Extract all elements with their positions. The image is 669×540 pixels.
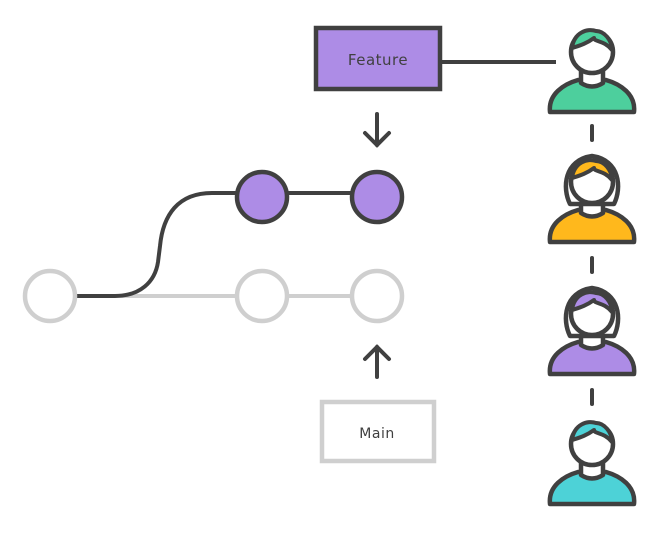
arrow-down-icon bbox=[363, 112, 391, 148]
feature-commit-1[interactable] bbox=[234, 169, 290, 225]
main-commit-1[interactable] bbox=[22, 268, 78, 324]
feature-branch-line bbox=[75, 191, 355, 298]
avatar-body bbox=[547, 469, 637, 507]
main-label-text: Main bbox=[359, 426, 394, 442]
arrow-up-icon bbox=[363, 344, 391, 379]
avatar-body bbox=[547, 207, 637, 245]
feature-commit-2[interactable] bbox=[349, 169, 405, 225]
avatar-hair bbox=[570, 420, 614, 444]
feature-label-text: Feature bbox=[348, 51, 408, 69]
main-commit-2[interactable] bbox=[234, 268, 290, 324]
main-commit-3[interactable] bbox=[349, 268, 405, 324]
avatar-hair bbox=[570, 28, 614, 52]
avatar-body bbox=[547, 339, 637, 377]
avatar-developer-1 bbox=[547, 28, 637, 115]
feature-branch-label[interactable]: Feature bbox=[313, 25, 443, 92]
avatar-hair bbox=[570, 290, 614, 314]
avatar-developer-2 bbox=[547, 153, 637, 245]
avatar-developer-3 bbox=[547, 285, 637, 377]
avatar-hair bbox=[570, 158, 614, 182]
avatar-body bbox=[547, 77, 637, 115]
main-branch-label[interactable]: Main bbox=[319, 399, 437, 464]
avatar-developer-4 bbox=[547, 420, 637, 507]
